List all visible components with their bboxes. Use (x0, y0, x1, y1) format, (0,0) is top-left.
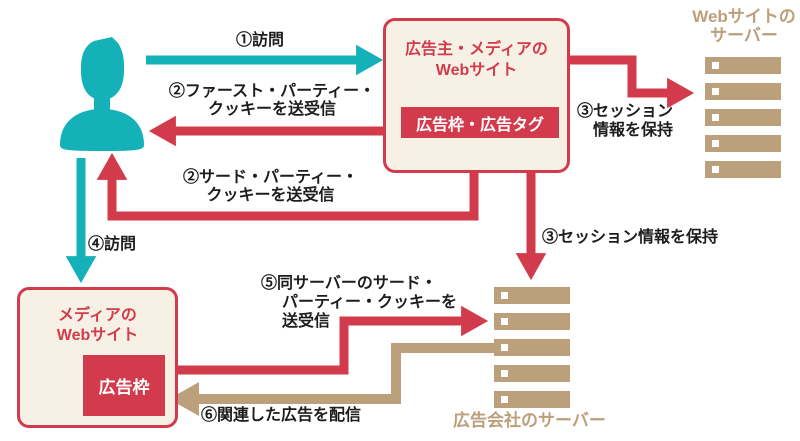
advertiser-website-title: 広告主・メディアの Webサイト (386, 39, 567, 81)
arrow-step5-third-party-cookie (166, 305, 489, 375)
server-bar (494, 391, 570, 408)
label-step2-third-party: ②サード・パーティー・ クッキーを送受信 (163, 169, 378, 205)
user-silhouette-icon (60, 37, 144, 151)
ad-slot-box: 広告枠 (83, 355, 165, 416)
arrow-step3-session-to-web-server (570, 55, 695, 109)
server-bar (494, 313, 570, 330)
server-bar (494, 365, 570, 382)
label-step2-third-party-line2: クッキーを送受信 (206, 187, 335, 204)
server-bar (705, 57, 781, 74)
label-step3-session-top-line2: 情報を保持 (593, 122, 674, 139)
server-bar (705, 161, 781, 178)
server-bar (494, 339, 570, 356)
advertiser-website-box: 広告主・メディアの Webサイト 広告枠・広告タグ (383, 18, 570, 173)
website-server-label: Webサイトの サーバー (688, 7, 800, 45)
media-website-title-line2: Webサイト (56, 327, 139, 344)
media-website-title: メディアの Webサイト (20, 306, 175, 346)
server-bar (705, 109, 781, 126)
website-server-label-line1: Webサイトの (692, 7, 796, 26)
advertiser-website-title-line1: 広告主・メディアの (405, 41, 548, 58)
label-step2-first-party-line1: ②ファースト・パーティー・ (168, 83, 376, 100)
arrow-step6-ad-delivery (169, 343, 494, 417)
label-step2-first-party-line2: クッキーを送受信 (207, 101, 336, 118)
label-step5-line1: ⑤同サーバーのサード・ (261, 275, 437, 292)
label-step6-ad-delivery: ⑥関連した広告を配信 (201, 407, 362, 424)
label-step4-visit: ④訪問 (88, 236, 137, 253)
label-step5-line2: パーティー・クッキーを (282, 294, 458, 311)
server-bar (705, 135, 781, 152)
server-bar (705, 83, 781, 100)
label-step5-same-server-cookie: ⑤同サーバーのサード・ パーティー・クッキーを 送受信 (261, 274, 457, 331)
arrow-step2-third-party-cookie (96, 140, 479, 221)
label-step3-session-top: ③セッション 情報を保持 (577, 102, 673, 140)
ad-slot-ad-tag-box: 広告枠・広告タグ (401, 107, 559, 138)
label-step1-visit: ①訪問 (236, 32, 285, 49)
label-step3-session-bottom: ③セッション情報を保持 (542, 229, 719, 246)
advertiser-website-title-line2: Webサイト (435, 62, 518, 79)
media-website-title-line1: メディアの (58, 307, 137, 324)
server-bar (494, 287, 570, 304)
label-step2-first-party: ②ファースト・パーティー・ クッキーを送受信 (153, 83, 391, 119)
media-website-box: メディアの Webサイト 広告枠 (17, 287, 178, 428)
website-server-label-line2: サーバー (710, 26, 778, 45)
label-step2-third-party-line1: ②サード・パーティー・ (182, 169, 359, 186)
ad-company-server-label: 広告会社のサーバー (453, 411, 606, 430)
label-step3-session-top-line1: ③セッション (577, 103, 674, 120)
label-step5-line3: 送受信 (282, 313, 331, 330)
